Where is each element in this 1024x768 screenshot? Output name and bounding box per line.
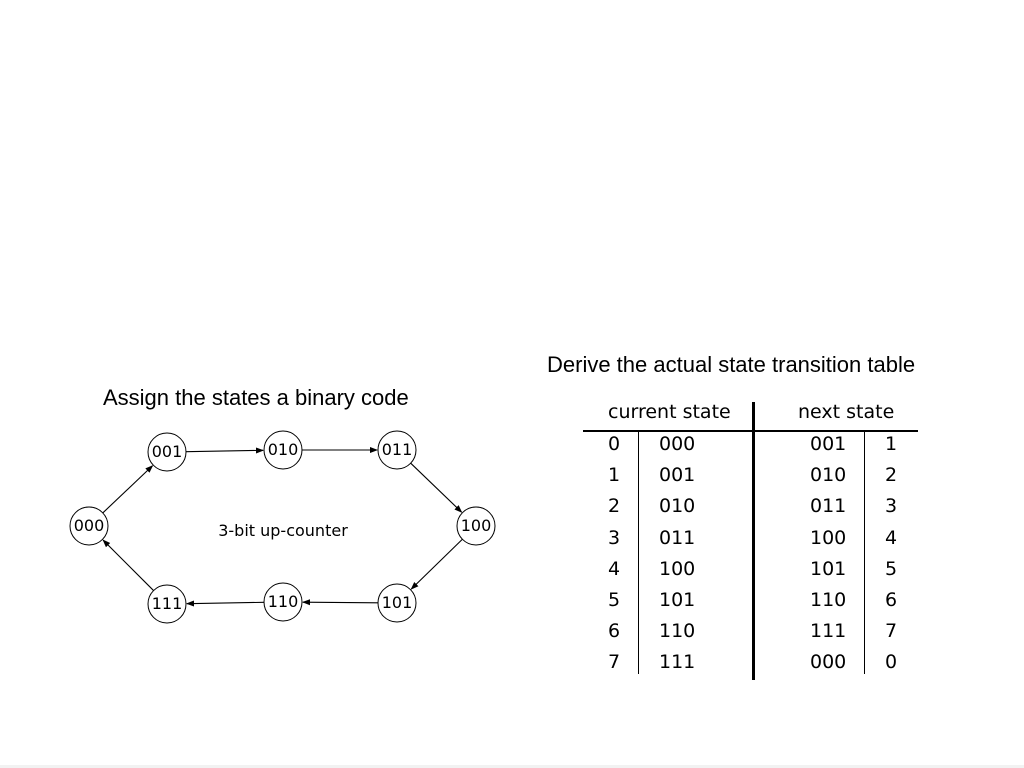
state-node-label: 001 <box>152 442 183 461</box>
state-node-circle <box>377 430 417 470</box>
state-node-100: 100 <box>456 506 496 546</box>
state-node-101: 101 <box>377 583 417 623</box>
state-node-circle <box>69 506 109 546</box>
row-next-index: 0 <box>885 651 898 674</box>
state-node-circle <box>377 583 417 623</box>
state-node-000: 000 <box>69 506 109 546</box>
row-next-state: 010 <box>810 464 847 487</box>
transition-arrow-110-to-111 <box>185 600 265 607</box>
state-node-circle <box>456 506 496 546</box>
state-node-011: 011 <box>377 430 417 470</box>
row-current-state: 010 <box>659 495 696 518</box>
row-current-state: 000 <box>659 433 696 455</box>
row-index: 6 <box>608 620 621 643</box>
state-node-circle <box>263 582 303 622</box>
state-node-001: 001 <box>147 432 187 472</box>
header-divider <box>583 430 918 432</box>
state-node-label: 110 <box>268 592 299 611</box>
column-divider-main <box>752 402 755 680</box>
state-node-110: 110 <box>263 582 303 622</box>
row-current-state: 011 <box>659 526 696 549</box>
column-divider-current <box>638 431 639 674</box>
row-next-index: 6 <box>885 589 898 611</box>
transition-arrow-011-to-100 <box>410 462 463 513</box>
table-heading: Derive the actual state transition table <box>547 352 916 377</box>
state-node-circle <box>147 432 187 472</box>
row-next-state: 100 <box>810 526 847 549</box>
transition-arrow-101-to-110 <box>301 599 379 606</box>
row-current-state: 001 <box>659 464 696 487</box>
row-next-state: 000 <box>810 651 847 674</box>
row-next-state: 101 <box>810 557 847 580</box>
transition-arrow-100-to-101 <box>410 538 463 590</box>
row-index: 4 <box>608 557 621 580</box>
column-divider-next <box>864 431 865 674</box>
row-next-state: 001 <box>810 433 847 455</box>
row-index: 3 <box>608 526 621 549</box>
diagram-heading: Assign the states a binary code <box>103 385 409 410</box>
header-current-state: current state <box>608 401 731 423</box>
row-next-state: 111 <box>810 620 847 643</box>
row-current-state: 111 <box>659 651 696 674</box>
state-node-label: 010 <box>268 440 299 459</box>
row-next-index: 2 <box>885 464 898 487</box>
row-next-index: 1 <box>885 433 898 455</box>
row-next-index: 4 <box>885 526 898 549</box>
transition-arrow-001-to-010 <box>185 447 265 454</box>
row-next-index: 3 <box>885 495 898 518</box>
row-current-state: 110 <box>659 620 696 643</box>
state-node-111: 111 <box>147 584 187 624</box>
state-node-label: 111 <box>152 594 183 613</box>
row-index: 1 <box>608 464 621 487</box>
diagram-center-label: 3-bit up-counter <box>218 521 348 540</box>
row-current-state: 101 <box>659 589 696 611</box>
row-index: 5 <box>608 589 621 611</box>
row-next-index: 7 <box>885 620 898 643</box>
state-node-label: 100 <box>461 516 492 535</box>
row-next-index: 5 <box>885 557 898 580</box>
row-index: 0 <box>608 433 621 455</box>
transition-arrow-111-to-000 <box>102 539 154 591</box>
row-index: 2 <box>608 495 621 518</box>
state-node-circle <box>147 584 187 624</box>
state-node-label: 011 <box>382 440 413 459</box>
state-node-label: 000 <box>74 516 105 535</box>
state-node-label: 101 <box>382 593 413 612</box>
state-node-010: 010 <box>263 430 303 470</box>
transition-arrow-000-to-001 <box>102 465 154 514</box>
row-current-state: 100 <box>659 557 696 580</box>
row-next-state: 110 <box>810 589 847 611</box>
row-next-state: 011 <box>810 495 847 518</box>
row-index: 7 <box>608 651 621 674</box>
state-node-circle <box>263 430 303 470</box>
slide-footer-strip <box>0 765 1024 768</box>
header-next-state: next state <box>798 401 895 423</box>
